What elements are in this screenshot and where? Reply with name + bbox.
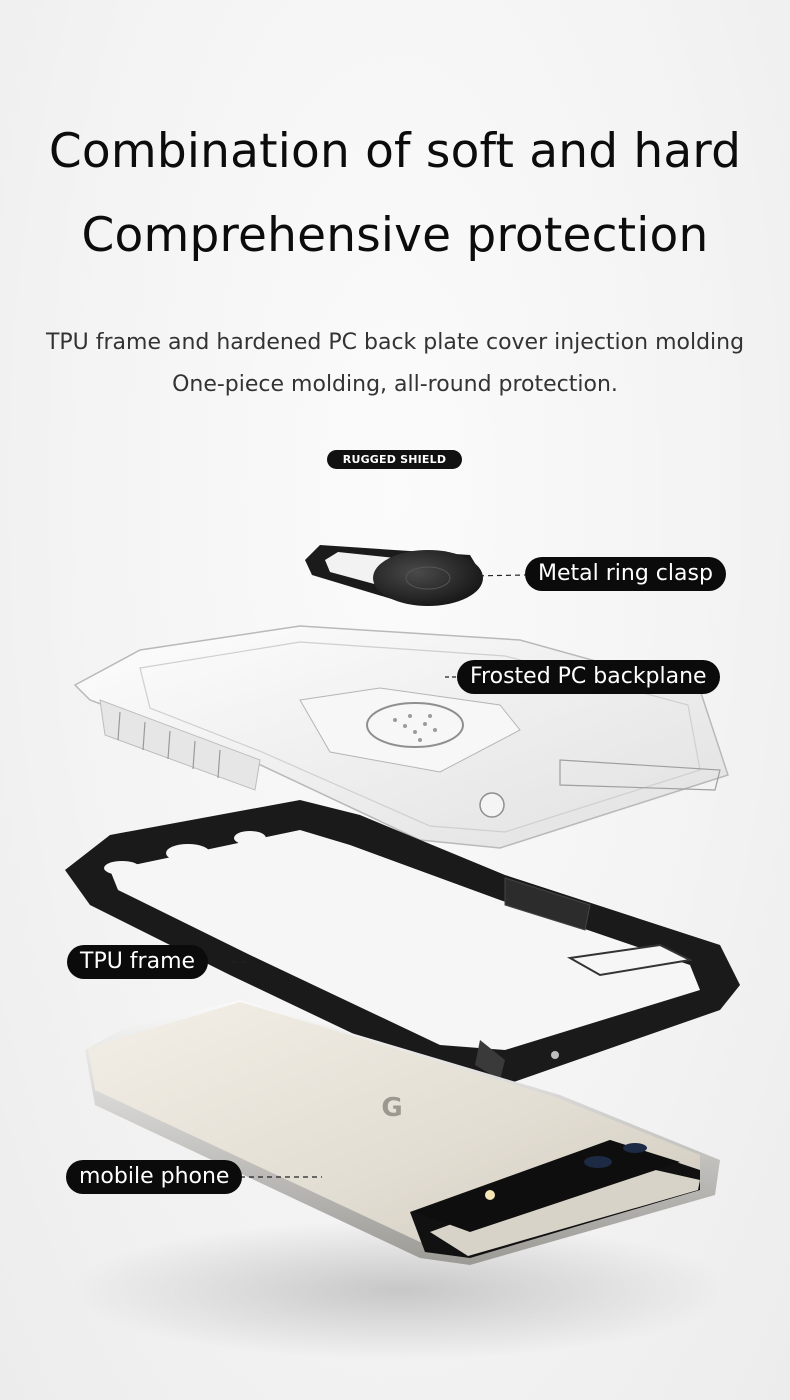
mobile-phone (85, 1000, 720, 1265)
tpu-frame (65, 800, 740, 1085)
subtitle-line-1: TPU frame and hardened PC back plate cov… (45, 330, 745, 355)
metal-ring-clasp (305, 545, 483, 606)
rugged-shield-badge: RUGGED SHIELD (327, 450, 462, 469)
label-tpu-frame: TPU frame (67, 945, 209, 979)
label-frosted-pc-backplane: Frosted PC backplane (457, 660, 720, 694)
phone-shadow (70, 1220, 730, 1360)
subtitle-line-2: One-piece molding, all-round protection. (172, 372, 618, 397)
ring-leader-line (469, 574, 526, 577)
phone-logo: G (381, 1093, 402, 1123)
label-mobile-phone: mobile phone (66, 1160, 243, 1194)
headline-line-1: Combination of soft and hard (48, 124, 742, 179)
headline-line-2: Comprehensive protection (81, 208, 709, 263)
label-metal-ring-clasp: Metal ring clasp (525, 557, 726, 591)
